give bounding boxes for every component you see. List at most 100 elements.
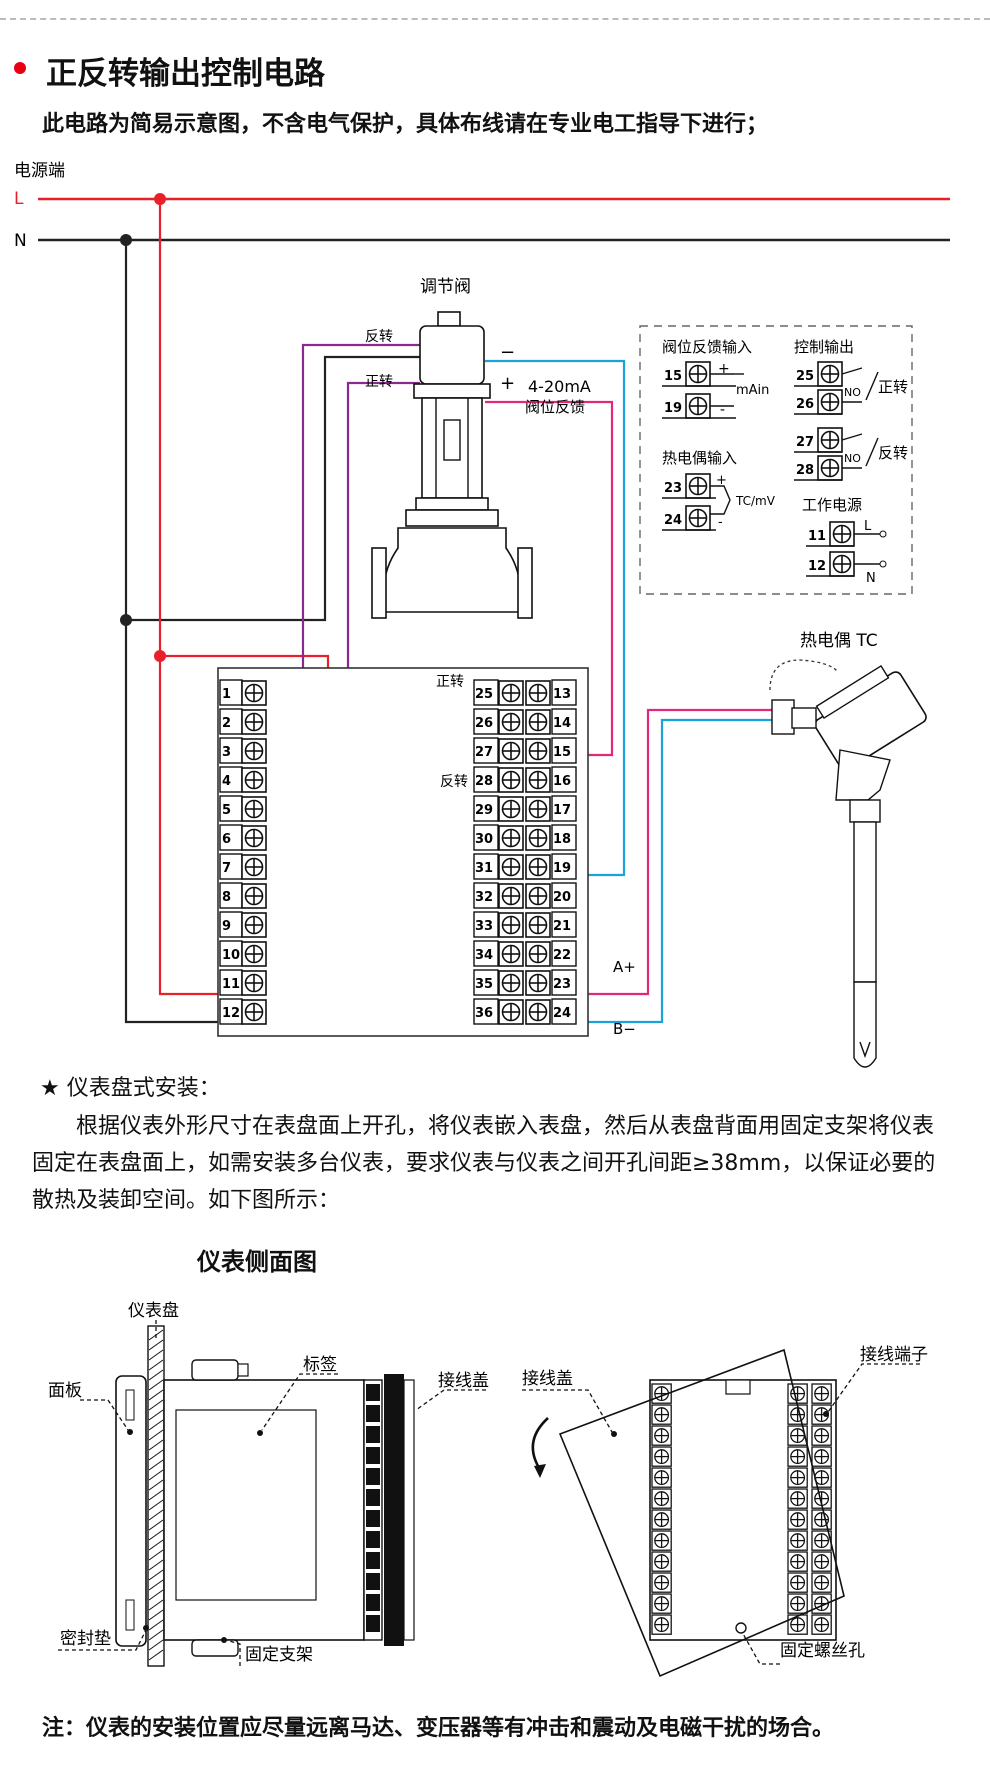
star-icon: ★ (40, 1076, 67, 1101)
tb-reverse-label: 反转 (440, 774, 468, 790)
terminal-left-number: 6 (222, 832, 231, 847)
label-cover: 接线盖 (438, 1371, 489, 1391)
terminal-screw-icon (241, 738, 267, 764)
terminal-right-number: 17 (553, 803, 571, 818)
terminal-right-number: 19 (553, 861, 571, 876)
terminal-screw-icon (241, 796, 267, 822)
terminal-screw-icon (498, 941, 524, 967)
side-view-diagram: 仪表盘 面板 标签 接线盖 密封垫 固定支架 接线盖 接线端子 固定螺丝孔 (48, 1301, 928, 1678)
terminal-screw-icon (241, 941, 267, 967)
section-subtitle: 此电路为简易示意图，不含电气保护，具体布线请在专业电工指导下进行； (42, 112, 769, 137)
wiring-diagram: 电源端 L N 调节阀 反转 正转 − + 4-20mA (14, 161, 950, 1068)
wiring-cover-outline (558, 1348, 845, 1678)
terminal-screw-icon (525, 941, 551, 967)
rear-view-right (522, 1348, 920, 1678)
terminal-screw-icon (525, 767, 551, 793)
terminal-screw-icon (498, 825, 524, 851)
rear-terminal-icon (787, 1530, 808, 1551)
terminal-left-number: 4 (222, 774, 231, 789)
rear-terminal-icon (787, 1572, 808, 1593)
terminal-mid-number: 32 (475, 890, 493, 905)
terminal-screw-icon (241, 999, 267, 1025)
terminal-screw-icon (525, 796, 551, 822)
terminal-screw-icon (498, 912, 524, 938)
terminal-screw-icon (241, 912, 267, 938)
terminal-left-number: 3 (222, 745, 231, 760)
install-heading: 仪表盘式安装： (66, 1076, 221, 1101)
label-terminals: 接线端子 (860, 1345, 928, 1365)
label-panel: 面板 (48, 1381, 82, 1401)
power-l-label: L (14, 189, 24, 209)
terminal-screw-icon (525, 883, 551, 909)
terminal-mid-number: 27 (475, 745, 493, 760)
terminal-screw-icon (498, 680, 524, 706)
rear-terminal-icon (811, 1572, 832, 1593)
legend-tc-plus: + (716, 473, 727, 488)
rear-terminal-icon (811, 1614, 832, 1635)
neutral-to-terminal-12 (124, 240, 218, 1024)
legend-t28: 28 (796, 463, 814, 478)
power-source-label: 电源端 (14, 161, 65, 181)
rear-terminal-icon (787, 1614, 808, 1635)
valve-forward-label: 正转 (365, 374, 393, 390)
rear-terminal-icon (811, 1425, 832, 1446)
terminal-mid-number: 34 (475, 948, 493, 963)
legend-t24: 24 (664, 513, 682, 528)
terminal-right-number: 15 (553, 745, 571, 760)
neutral-junction (120, 234, 132, 246)
rotate-arrow-icon (531, 1417, 549, 1467)
legend-power-n: N (866, 571, 876, 586)
control-valve-illustration: 调节阀 反转 正转 − + 4-20mA 阀位反馈 (365, 277, 591, 619)
top-dashed-divider (0, 18, 990, 20)
label-bracket: 固定支架 (245, 1645, 313, 1665)
rear-terminal-icon (651, 1572, 672, 1593)
legend-power-l: L (864, 519, 872, 534)
legend-t19: 19 (664, 401, 682, 416)
section-bullet (14, 62, 26, 74)
terminal-mid-number: 28 (475, 774, 493, 789)
terminal-mid-number: 36 (475, 1006, 493, 1021)
side-view-left (58, 1320, 486, 1667)
legend-tc-unit: TC/mV (735, 494, 776, 508)
legend-t12: 12 (808, 559, 826, 574)
thermocouple-illustration: 热电偶 TC (769, 631, 927, 1068)
terminal-screw-icon (498, 854, 524, 880)
legend-forward: 正转 (878, 378, 908, 396)
legend-feedback-minus: - (720, 402, 725, 418)
terminal-left-number: 12 (222, 1006, 240, 1021)
legend-t23: 23 (664, 481, 682, 496)
terminal-mid-number: 29 (475, 803, 493, 818)
legend-feedback-unit: mAin (736, 383, 769, 398)
legend-t15: 15 (664, 369, 682, 384)
terminal-mid-number: 31 (475, 861, 493, 876)
terminal-left-number: 5 (222, 803, 231, 818)
rear-terminal-icon (787, 1383, 808, 1404)
legend-t27: 27 (796, 435, 814, 450)
rear-terminal-icon (787, 1488, 808, 1509)
rear-terminal-icon (787, 1446, 808, 1467)
legend-feedback-plus: + (718, 361, 730, 377)
terminal-screw-icon (525, 912, 551, 938)
terminal-left-number: 9 (222, 919, 231, 934)
rear-terminal-icon (651, 1551, 672, 1572)
footer-note: 注：仪表的安装位置应尽量远离马达、变压器等有冲击和震动及电磁干扰的场合。 (42, 1716, 835, 1741)
tb-b-minus: B− (613, 1020, 636, 1038)
terminal-mid-number: 26 (475, 716, 493, 731)
terminal-screw-icon (498, 738, 524, 764)
terminal-right-number: 22 (553, 948, 571, 963)
tb-forward-label: 正转 (436, 674, 464, 690)
tc-plus-wire (553, 708, 869, 996)
terminal-right-number: 16 (553, 774, 571, 789)
rear-terminal-icon (651, 1446, 672, 1467)
terminal-screw-icon (498, 709, 524, 735)
legend-tc-minus: - (718, 515, 723, 530)
valve-signal-label: 4-20mA (528, 377, 591, 396)
rear-terminal-icon (811, 1509, 832, 1530)
terminal-screw-icon (498, 767, 524, 793)
install-heading-row: ★ 仪表盘式安装： (40, 1070, 221, 1102)
terminal-left-number: 7 (222, 861, 231, 876)
terminal-screw-icon (498, 999, 524, 1025)
rear-terminal-icon (787, 1551, 808, 1572)
terminal-left-number: 8 (222, 890, 231, 905)
